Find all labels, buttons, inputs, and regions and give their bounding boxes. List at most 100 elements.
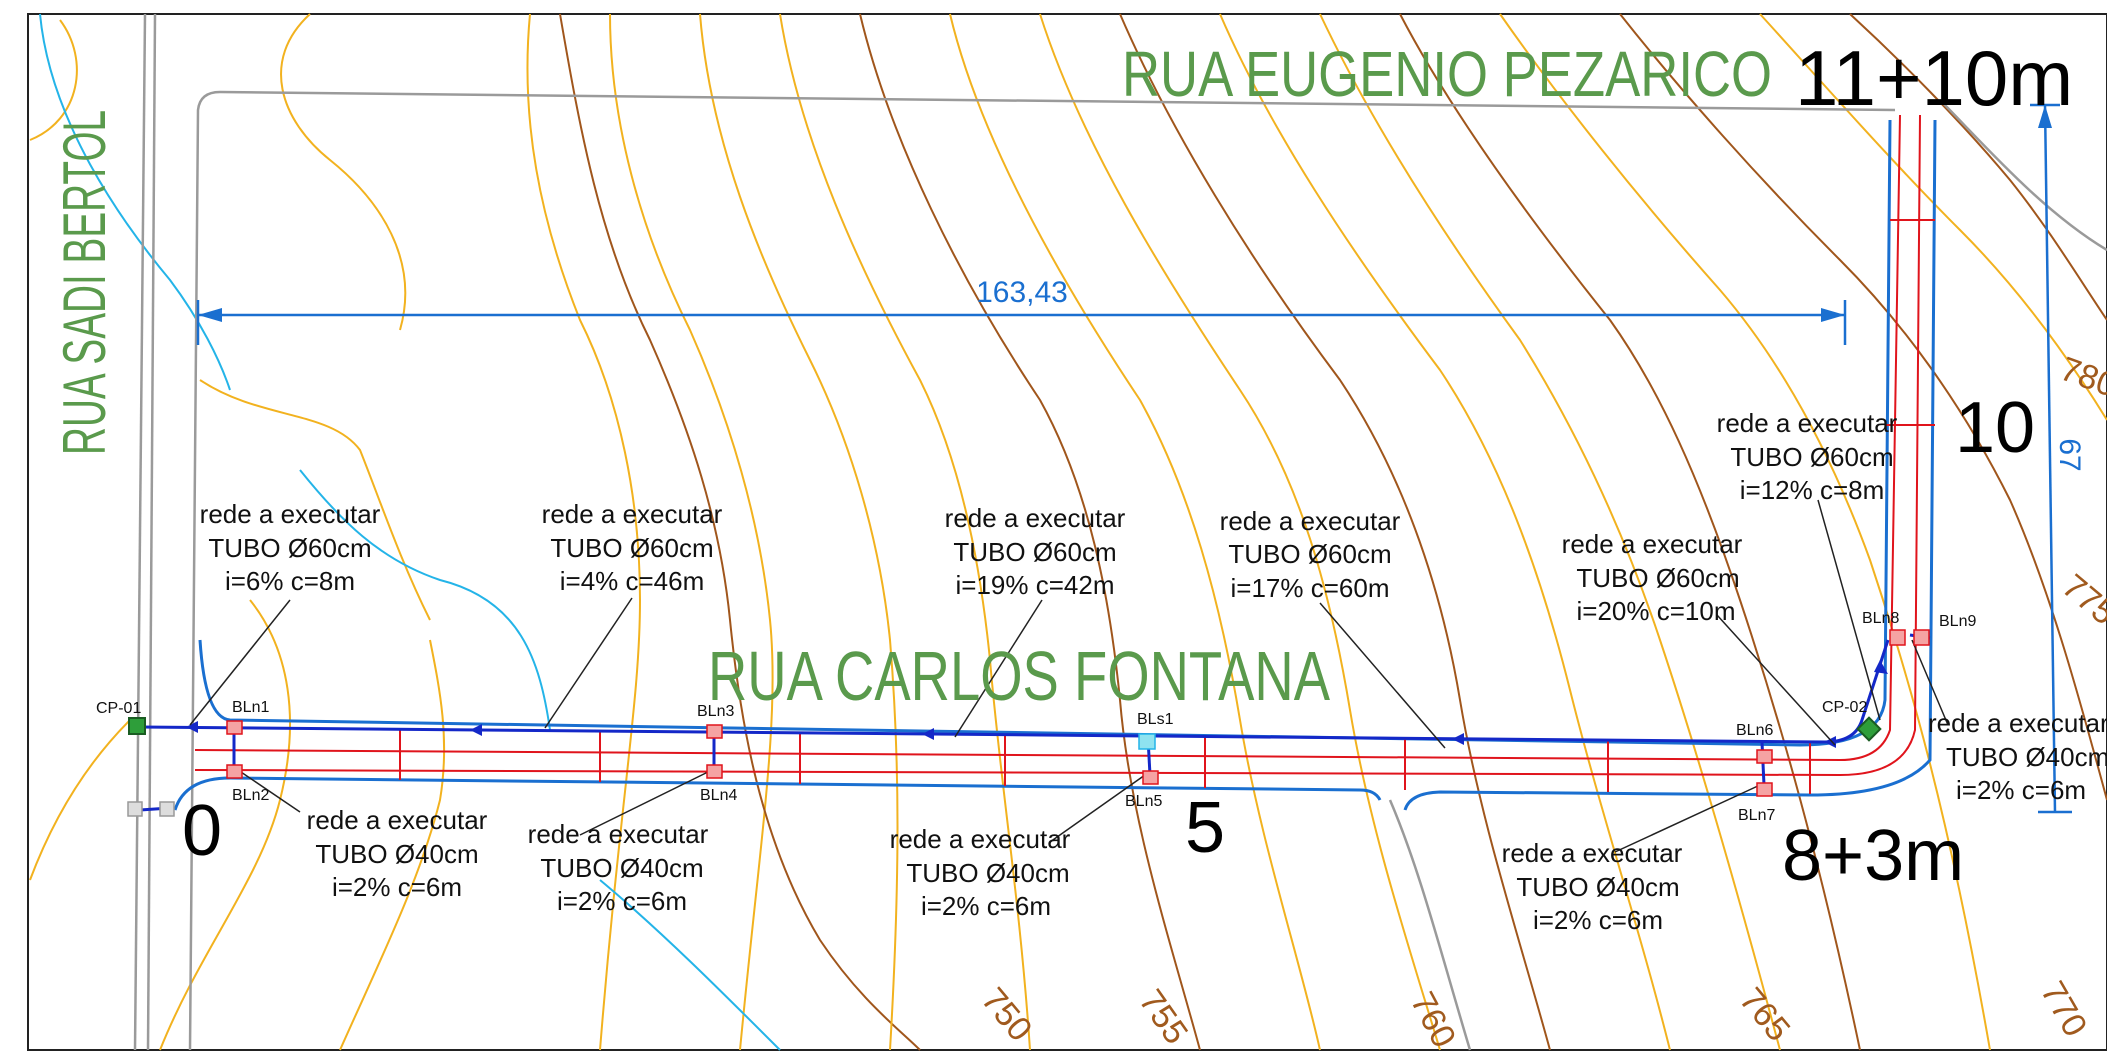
street-eugenio-pezarico: RUA EUGENIO PEZARICO — [1122, 38, 1772, 110]
pipe-note-spec: i=2% c=6m — [921, 891, 1051, 921]
inlet-bln5 — [1142, 770, 1159, 785]
label-bln6: BLn6 — [1736, 722, 1773, 739]
contour-line — [859, 13, 1201, 1051]
pipe-note-title: rede a executar — [1562, 529, 1743, 559]
pipe-note-3: rede a executar TUBO Ø60cm i=19% c=42m — [945, 503, 1126, 600]
boundary-line — [133, 13, 147, 1051]
boundary-line — [188, 90, 1896, 1051]
elevation-755: 755 — [1131, 983, 1195, 1051]
station-8-3m: 8+3m — [1782, 816, 1964, 896]
pipe-note-2: rede a executar TUBO Ø60cm i=4% c=46m — [542, 499, 723, 596]
label-bln3: BLn3 — [697, 703, 734, 720]
flow-arrow — [1452, 733, 1464, 745]
dimension-horizontal-label: 163,43 — [976, 276, 1068, 309]
pipe-note-1: rede a executar TUBO Ø60cm i=6% c=8m — [200, 499, 381, 596]
pipe-note-7: rede a executar TUBO Ø40cm i=2% c=6m — [307, 805, 488, 902]
contour-line — [280, 13, 407, 331]
pipe-note-6: rede a executar TUBO Ø60cm i=12% c=8m — [1717, 408, 1898, 505]
inlet-bln9 — [1913, 629, 1930, 646]
pipe-note-title: rede a executar — [1502, 838, 1683, 868]
inlet-bln3 — [706, 724, 723, 739]
pipe-note-title: rede a executar — [307, 805, 488, 835]
label-bls1: BLs1 — [1137, 711, 1174, 728]
street-sadi-bertol: RUA SADI BERTOL — [51, 110, 118, 455]
dimension-arrow — [1821, 308, 1845, 322]
leader-line — [544, 597, 633, 729]
dimension-arrow — [2038, 105, 2052, 128]
pipe-note-pipe: TUBO Ø40cm — [906, 858, 1069, 888]
pipe-note-spec: i=2% c=6m — [332, 872, 462, 902]
sheet-frame — [27, 13, 2107, 1051]
pipe-note-5: rede a executar TUBO Ø60cm i=20% c=10m — [1562, 529, 1743, 626]
label-bln1: BLn1 — [232, 699, 269, 716]
leader-line — [1716, 614, 1836, 746]
leader-line — [1319, 602, 1446, 749]
label-bln5: BLn5 — [1125, 793, 1162, 810]
flow-arrow — [470, 724, 482, 736]
contour-lines — [29, 13, 2107, 1051]
leader-line — [1049, 774, 1146, 843]
pipe-note-spec: i=12% c=8m — [1740, 475, 1885, 505]
contour-line — [159, 599, 291, 1051]
pipe-note-title: rede a executar — [1220, 506, 1401, 536]
manhole-cp02 — [1856, 716, 1882, 742]
flow-arrow — [186, 721, 198, 733]
pipe-note-pipe: TUBO Ø40cm — [1946, 742, 2107, 772]
contour-line — [1499, 13, 1991, 1051]
pipe-note-pipe: TUBO Ø40cm — [1516, 872, 1679, 902]
pipe-note-pipe: TUBO Ø60cm — [953, 537, 1116, 567]
inlet-bln1 — [226, 720, 243, 735]
pipe-note-pipe: TUBO Ø60cm — [1228, 539, 1391, 569]
label-bln9: BLn9 — [1939, 613, 1976, 630]
leader-line — [954, 599, 1043, 738]
inlet-bln7 — [1756, 782, 1773, 797]
contour-line — [1759, 13, 2107, 421]
pipe-note-title: rede a executar — [528, 819, 709, 849]
station-11-10m: 11+10m — [1795, 34, 2073, 122]
pipe-note-spec: i=2% c=6m — [1533, 905, 1663, 935]
inlet-bln8 — [1889, 629, 1906, 646]
pipe-note-pipe: TUBO Ø60cm — [1730, 442, 1893, 472]
contour-line — [1119, 13, 1551, 1051]
existing-network — [194, 114, 1935, 794]
street-carlos-fontana: RUA CARLOS FONTANA — [708, 637, 1330, 715]
stream-line — [299, 469, 551, 731]
pipe-note-10: rede a executar TUBO Ø40cm i=2% c=6m — [1502, 838, 1683, 935]
pipe-note-9: rede a executar TUBO Ø40cm i=2% c=6m — [890, 824, 1071, 921]
label-bln8: BLn8 — [1862, 610, 1899, 627]
manhole-cp01 — [128, 717, 146, 735]
inlet-bln4 — [706, 764, 723, 779]
dimension-lines — [196, 103, 2072, 814]
contour-line — [699, 13, 899, 1051]
existing-network-line — [194, 114, 1901, 762]
boundary-line — [1939, 99, 2107, 252]
pipe-note-spec: i=19% c=42m — [956, 570, 1115, 600]
contour-line — [1219, 13, 1671, 1051]
pipe-note-pipe: TUBO Ø60cm — [1576, 563, 1739, 593]
road-edge-south-east — [1403, 119, 1937, 811]
station-0: 0 — [182, 791, 222, 871]
boundary-line — [146, 13, 157, 1051]
stream-line — [599, 879, 781, 1051]
leader-line — [1614, 784, 1761, 853]
flow-arrow — [922, 728, 934, 740]
label-cp01: CP-01 — [96, 700, 141, 717]
outfall-box — [127, 801, 143, 817]
inlet-bls1 — [1138, 733, 1156, 750]
leader-line — [237, 769, 301, 813]
label-bln4: BLn4 — [700, 787, 737, 804]
pipe-note-pipe: TUBO Ø40cm — [315, 839, 478, 869]
outfall-box — [159, 801, 175, 817]
contour-line — [526, 13, 642, 1051]
flow-arrows — [186, 660, 1888, 748]
contour-line — [29, 19, 78, 141]
elevation-765: 765 — [1732, 981, 1798, 1049]
contour-line — [339, 639, 446, 1051]
contour-line — [949, 13, 1321, 1051]
pipe-note-8: rede a executar TUBO Ø40cm i=2% c=6m — [528, 819, 709, 916]
pipe-note-title: rede a executar — [1928, 708, 2107, 738]
leader-line — [579, 769, 713, 836]
contour-line — [1039, 13, 1441, 1051]
existing-network-line — [194, 114, 1921, 777]
